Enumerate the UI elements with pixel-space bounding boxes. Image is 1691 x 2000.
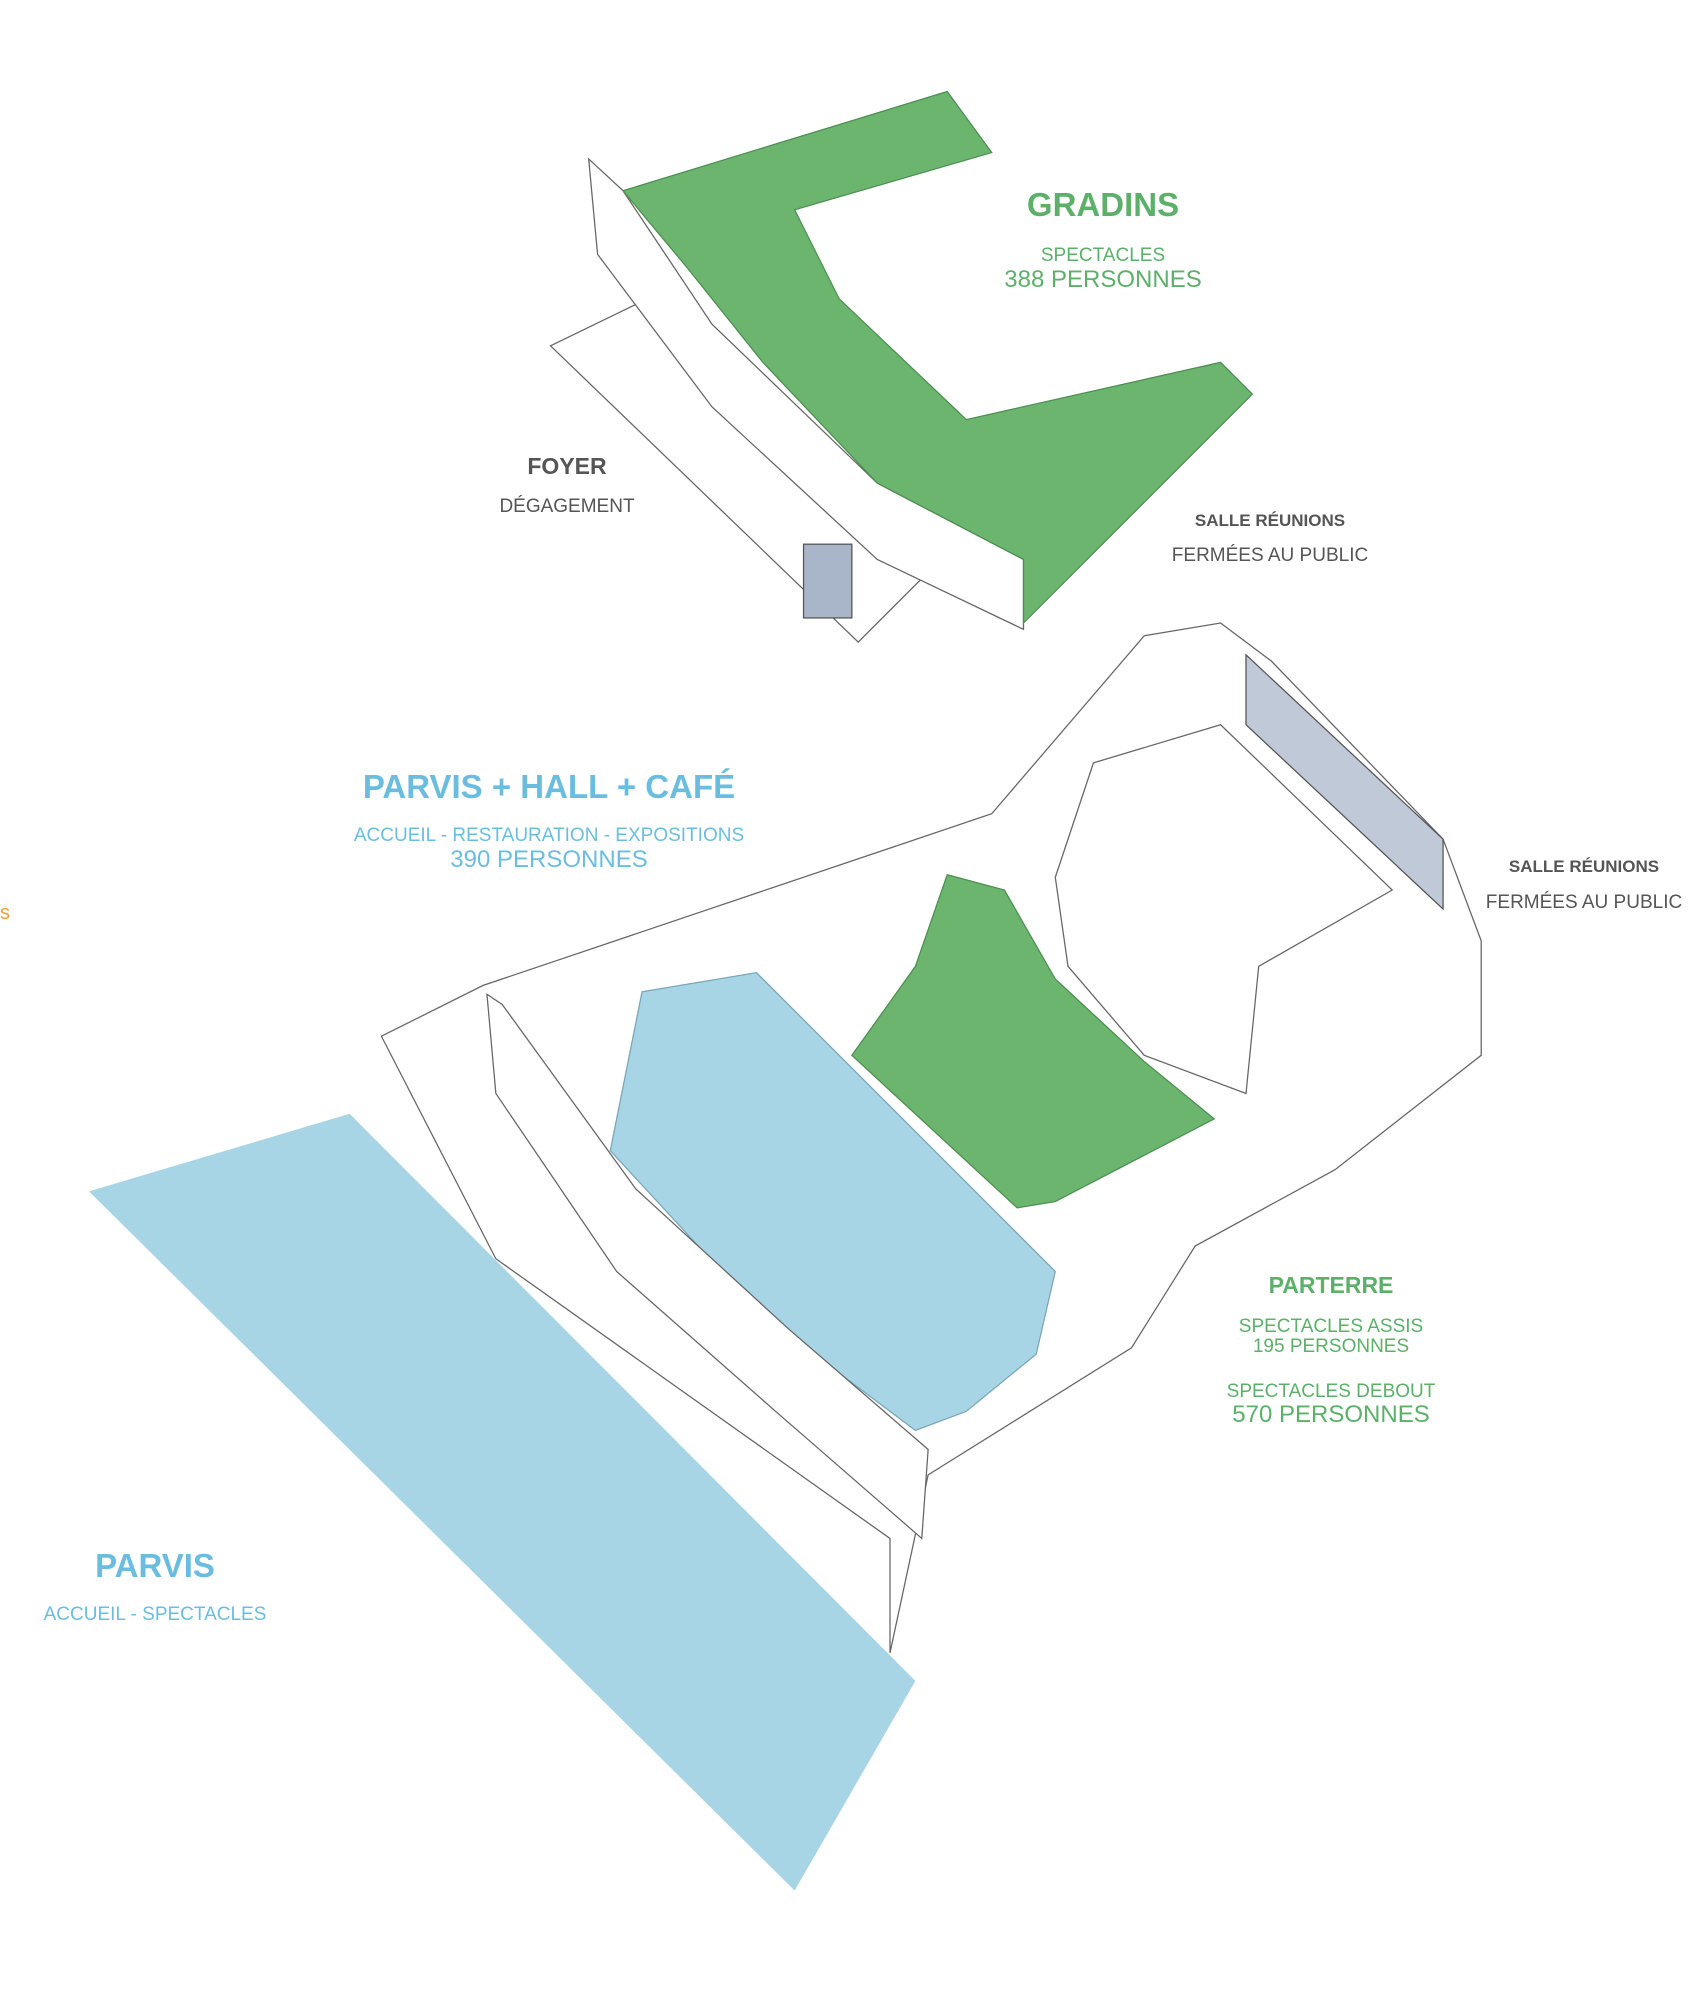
gradins-seating (621, 90, 1254, 625)
edge-fragment: s (0, 902, 10, 924)
parterre-title: PARTERRE (1268, 1272, 1394, 1298)
hall-floor (609, 971, 1056, 1432)
parterre-seated-label: SPECTACLES ASSIS (1238, 1316, 1424, 1337)
salle-reunions-lower-title: SALLE RÉUNIONS (1508, 857, 1660, 876)
parterre-seated-capacity: 195 PERSONNES (1252, 1336, 1410, 1357)
salle-reunions-upper-subtitle: FERMÉES AU PUBLIC (1171, 545, 1369, 566)
parvis-plaza (89, 1113, 916, 1891)
parterre-standing-capacity: 570 PERSONNES (1232, 1401, 1430, 1428)
parterre-floor (851, 873, 1216, 1209)
gradins-capacity: 388 PERSONNES (1004, 266, 1202, 293)
glass-facade (1245, 653, 1444, 911)
salle-reunions-upper-title: SALLE RÉUNIONS (1194, 511, 1346, 530)
foyer-subtitle: DÉGAGEMENT (499, 496, 635, 517)
parterre-standing-label: SPECTACLES DEBOUT (1226, 1381, 1436, 1402)
gradins-subtitle: SPECTACLES (1040, 245, 1166, 266)
hall-capacity: 390 PERSONNES (450, 846, 648, 873)
lift-shaft (802, 543, 853, 619)
gradins-title: GRADINS (1026, 186, 1180, 223)
lower-level (380, 622, 1482, 1654)
salle-reunions-lower-subtitle: FERMÉES AU PUBLIC (1485, 892, 1683, 913)
stage (1054, 724, 1394, 1095)
hall-title: PARVIS + HALL + CAFÉ (362, 768, 736, 805)
parvis-subtitle: ACCUEIL - SPECTACLES (43, 1604, 267, 1625)
foyer-title: FOYER (527, 453, 607, 479)
upper-level (549, 90, 1254, 643)
hall-subtitle: ACCUEIL - RESTAURATION - EXPOSITIONS (353, 825, 745, 846)
curved-wall (486, 993, 929, 1540)
parvis-title: PARVIS (95, 1547, 215, 1584)
